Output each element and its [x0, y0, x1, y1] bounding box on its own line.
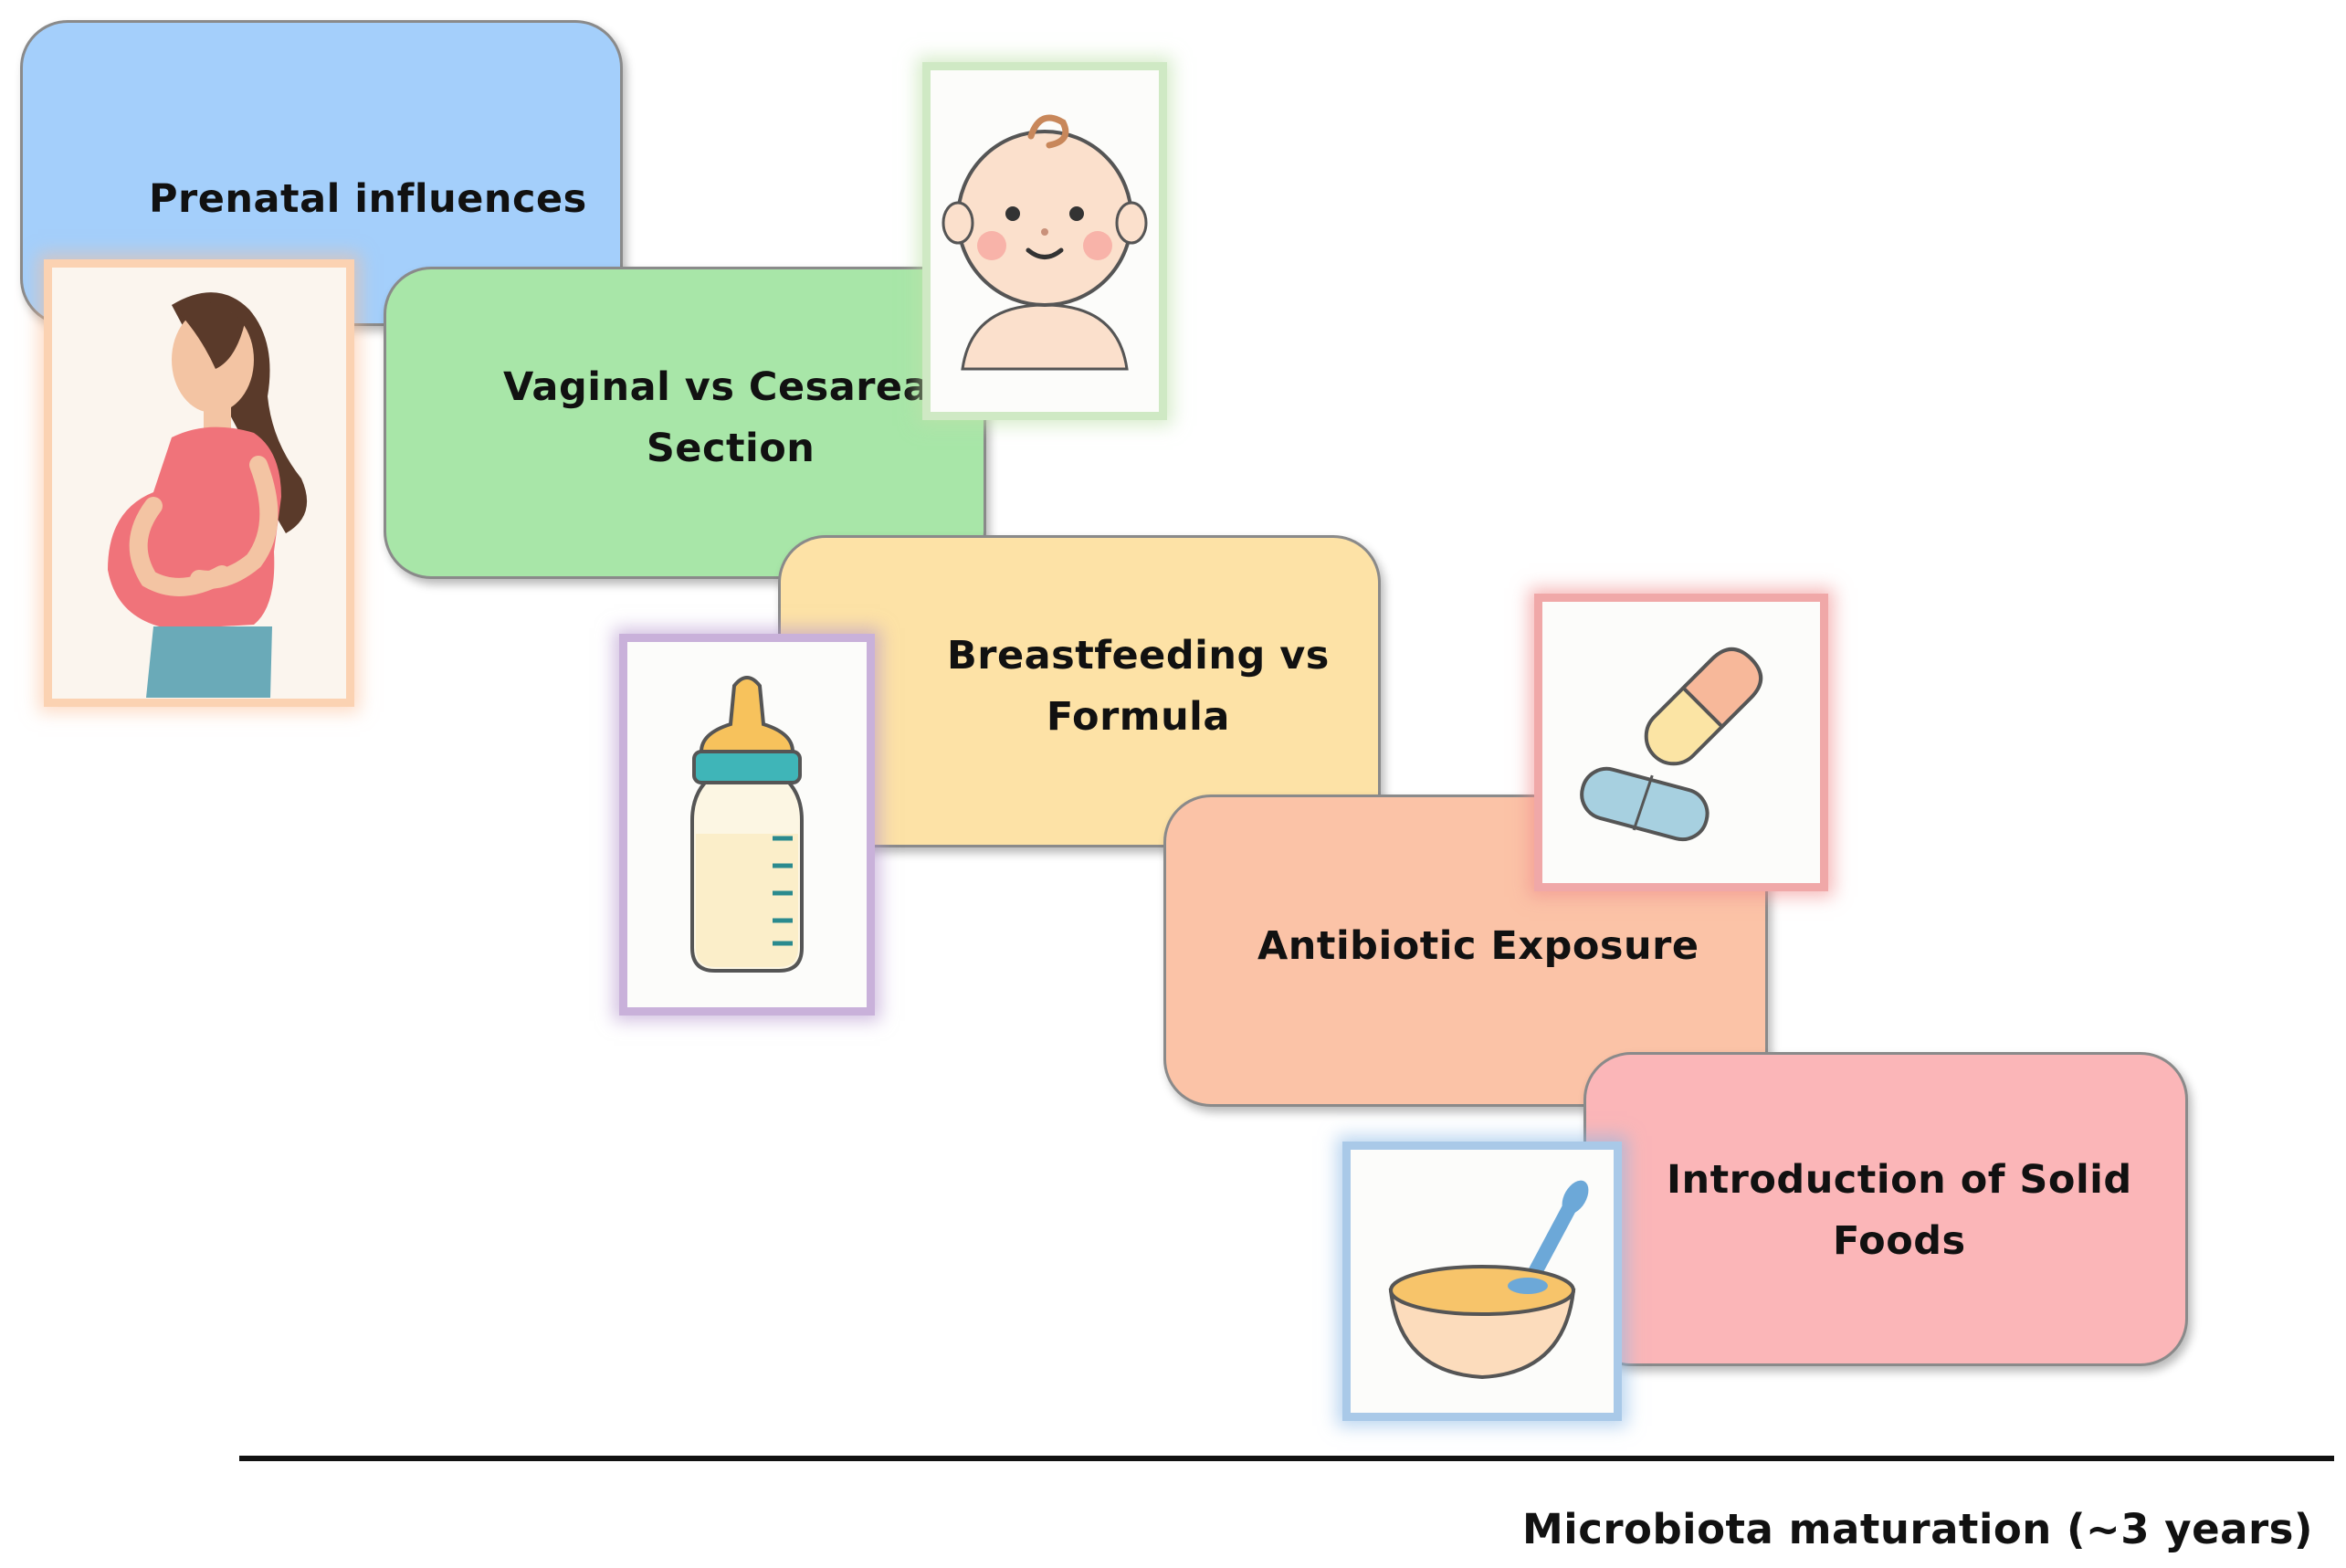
- card-baby-face: [922, 62, 1167, 420]
- card-pregnant-woman: [44, 259, 354, 707]
- card-baby-bottle: [619, 634, 875, 1016]
- stage-label-feeding: Breastfeeding vs Formula: [947, 633, 1330, 740]
- card-capsule-pills: [1534, 594, 1828, 891]
- timeline-axis: [239, 1456, 2334, 1461]
- stage-box-delivery: Vaginal vs Cesarean Section: [384, 267, 986, 579]
- baby-bottle-icon: [690, 676, 804, 973]
- stage-label-delivery: Vaginal vs Cesarean Section: [503, 364, 959, 471]
- stage-label-prenatal: Prenatal influences: [149, 176, 587, 222]
- stage-box-solid-foods: Introduction of Solid Foods: [1583, 1052, 2188, 1366]
- capsule-pills-icon: [1580, 647, 1763, 842]
- card-food-bowl: [1342, 1142, 1622, 1421]
- food-bowl-icon: [1388, 1180, 1589, 1380]
- stage-label-antibiotic: Antibiotic Exposure: [1257, 923, 1699, 969]
- axis-label: Microbiota maturation (~3 years): [1521, 1505, 2313, 1553]
- stage-label-solid-foods: Introduction of Solid Foods: [1667, 1157, 2132, 1264]
- baby-face-icon: [942, 114, 1148, 371]
- pregnant-woman-icon: [108, 292, 308, 698]
